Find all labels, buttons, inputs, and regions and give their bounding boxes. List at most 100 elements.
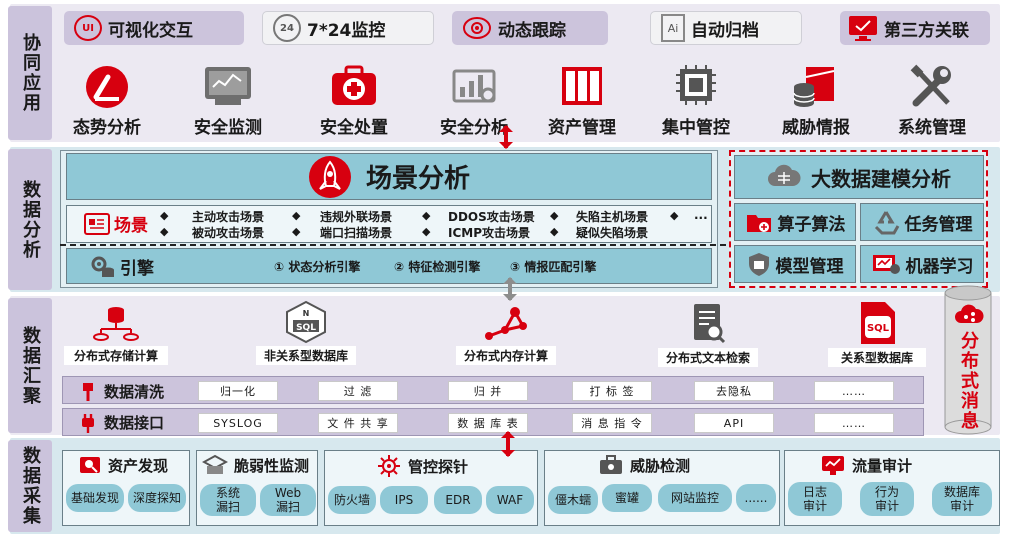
app-label: 威胁情报 — [782, 118, 850, 138]
chip-label: 自动归档 — [691, 20, 759, 41]
scene-item: ICMP攻击场景 — [448, 226, 531, 240]
cleaning-tagging: 打 标 签 — [572, 381, 652, 401]
collect-group-title-text: 流量审计 — [852, 456, 913, 475]
arrow-analysis-aggregation — [503, 277, 517, 301]
chip-visual-interaction[interactable]: UI 可视化交互 — [64, 11, 244, 45]
clock-24-icon: 24 — [273, 14, 301, 42]
engine-label-group: 引擎 — [90, 254, 154, 279]
storage-distributed-compute[interactable]: 分布式存储计算 — [64, 304, 168, 365]
asset-search-icon — [80, 457, 100, 473]
collect-item[interactable]: 数据库 审计 — [932, 482, 992, 516]
collect-group-title-text: 脆弱性监测 — [234, 456, 310, 475]
collect-item[interactable]: WAF — [486, 486, 534, 514]
collect-item[interactable]: Web 漏扫 — [260, 484, 316, 516]
chip-dynamic-tracking[interactable]: 动态跟踪 — [452, 11, 608, 45]
collect-item[interactable]: 蜜罐 — [602, 484, 652, 512]
interface-message: 消 息 指 令 — [572, 413, 652, 433]
scene-item: 主动攻击场景 — [192, 210, 265, 224]
collect-item[interactable]: 网站监控 — [658, 484, 732, 512]
bigdata-item-label: 机器学习 — [905, 256, 974, 277]
app-threat-intel[interactable]: 威胁情报 — [770, 63, 862, 138]
audit-monitor-icon — [822, 456, 844, 475]
scene-item: 失陷主机场景 — [576, 210, 649, 224]
app-asset-management[interactable]: 资产管理 — [536, 63, 628, 138]
chip-label: 动态跟踪 — [498, 20, 566, 41]
interface-label-group: 数据接口 — [80, 412, 164, 433]
app-central-control[interactable]: 集中管控 — [650, 63, 742, 138]
collect-item[interactable]: 深度探知 — [128, 484, 186, 512]
chip-monitoring-24-7[interactable]: 24 7*24监控 — [262, 11, 434, 45]
message-queue-label: 分布式消息 — [958, 331, 979, 431]
collect-item[interactable]: 僵木蠕 — [548, 486, 598, 514]
bullet-icon: ◆ — [292, 209, 301, 222]
plug-icon — [82, 413, 94, 433]
cleaning-deprivacy: 去隐私 — [694, 381, 774, 401]
collect-item[interactable]: 防火墙 — [328, 486, 376, 514]
chip-control-icon — [676, 65, 716, 105]
recycle-icon — [874, 211, 899, 235]
storage-label: 分布式内存计算 — [456, 346, 556, 365]
collect-item[interactable]: 日志 审计 — [788, 482, 842, 516]
scene-item: 被动攻击场景 — [192, 226, 265, 240]
ui-icon: UI — [74, 15, 102, 41]
bullet-icon: ◆ — [422, 209, 431, 222]
first-aid-kit-icon — [332, 65, 376, 105]
collect-group-title: 管控探针 — [376, 454, 468, 478]
collect-item[interactable]: ...... — [736, 484, 776, 512]
bigdata-model-management[interactable]: 模型管理 — [734, 245, 856, 283]
cloud-brain-icon — [768, 164, 801, 186]
message-queue: 分布式消息 — [944, 285, 992, 435]
arrow-app-analysis — [499, 125, 513, 149]
filter-brush-icon — [83, 382, 93, 401]
collect-item[interactable]: 基础发现 — [66, 484, 124, 512]
cloud-share-icon — [955, 304, 984, 323]
app-security-analysis[interactable]: 安全分析 — [428, 63, 520, 138]
gear-db-icon — [91, 256, 114, 277]
memory-network-icon — [485, 307, 527, 340]
app-security-response[interactable]: 安全处置 — [308, 63, 400, 138]
bullet-icon: ◆ — [550, 209, 559, 222]
bigdata-machine-learning[interactable]: 机器学习 — [860, 245, 984, 283]
collect-item[interactable]: EDR — [434, 486, 482, 514]
toolbox-icon — [600, 455, 622, 474]
folder-algorithm-icon — [746, 215, 771, 232]
layer-label-collection: 数据采集 — [8, 440, 52, 532]
collect-item[interactable]: 行为 审计 — [860, 482, 914, 516]
bigdata-task-management[interactable]: 任务管理 — [860, 203, 984, 241]
storage-label: 分布式文本检索 — [658, 348, 758, 367]
collect-group-title: 威胁检测 — [598, 454, 690, 476]
collect-item[interactable]: 系统 漏扫 — [200, 484, 256, 516]
svg-text:SQL: SQL — [296, 323, 316, 333]
sql-file-icon: SQL — [861, 302, 895, 344]
interface-label: 数据接口 — [104, 414, 165, 432]
document-search-icon — [694, 304, 726, 344]
engine-item: ③ 情报匹配引擎 — [510, 260, 597, 274]
radar-target-icon — [463, 17, 491, 39]
scene-item: ... — [694, 208, 708, 222]
app-system-management[interactable]: 系统管理 — [886, 63, 978, 138]
app-security-monitoring[interactable]: 安全监测 — [182, 63, 274, 138]
bigdata-operator-algorithm[interactable]: 算子算法 — [734, 203, 856, 241]
threat-database-icon — [793, 67, 835, 107]
engine-item: ① 状态分析引擎 — [274, 260, 361, 274]
storage-relational[interactable]: SQL 关系型数据库 — [828, 300, 926, 367]
cleaning-label-group: 数据清洗 — [80, 381, 164, 402]
chip-third-party[interactable]: 第三方关联 — [840, 11, 990, 45]
scene-label: 场景 — [114, 216, 148, 236]
collect-item[interactable]: IPS — [380, 486, 428, 514]
storage-label: 关系型数据库 — [828, 348, 926, 367]
scene-card-icon — [84, 212, 110, 235]
dashed-divider — [60, 244, 736, 246]
bullet-icon: ◆ — [292, 225, 301, 238]
chip-label: 可视化交互 — [108, 20, 193, 41]
app-label: 集中管控 — [662, 118, 730, 138]
wrench-screwdriver-icon — [910, 64, 951, 107]
app-label: 安全处置 — [320, 118, 388, 138]
collect-group-title: 资产发现 — [78, 454, 168, 476]
app-situation-analysis[interactable]: 态势分析 — [64, 63, 150, 138]
collect-group-title-text: 威胁检测 — [630, 456, 691, 475]
storage-memory-compute[interactable]: 分布式内存计算 — [456, 300, 556, 365]
chip-auto-archive[interactable]: Ai 自动归档 — [650, 11, 802, 45]
storage-text-search[interactable]: 分布式文本检索 — [658, 302, 758, 367]
